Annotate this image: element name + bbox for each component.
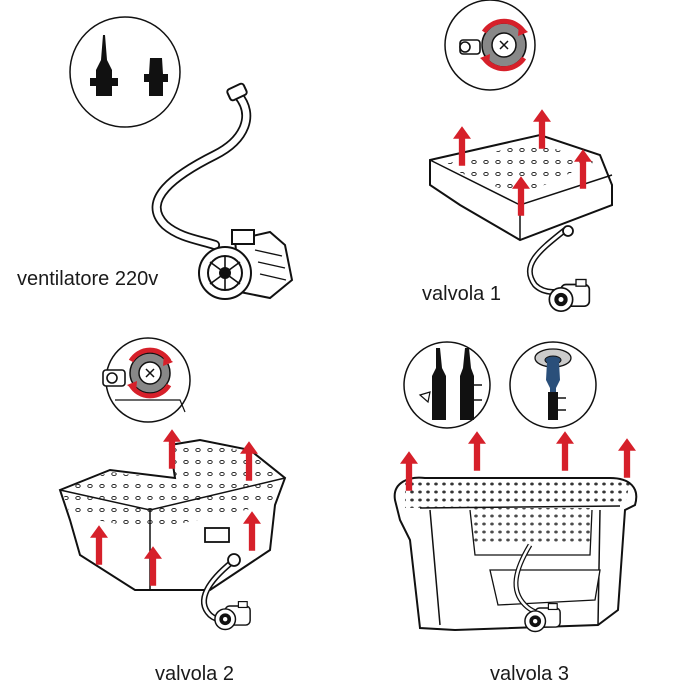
panel-valve-1 [429, 0, 613, 313]
inflatable-sofa [58, 438, 287, 591]
nozzle-insert-detail [403, 341, 491, 429]
label-ventilatore: ventilatore 220v [17, 268, 159, 290]
mattress-hose [526, 225, 574, 295]
pump-body [198, 229, 294, 300]
arrow-up-icon [618, 438, 636, 478]
inflatable-armchair [393, 476, 638, 632]
panel-valve-3 [393, 341, 638, 633]
label-valvola-1: valvola 1 [422, 283, 501, 305]
panel-valve-2 [58, 337, 287, 631]
label-valvola-3: valvola 3 [490, 663, 569, 685]
pump-icon [214, 600, 251, 631]
arrow-up-icon [556, 431, 574, 471]
arrow-up-icon [468, 431, 486, 471]
valve-rotate-detail [102, 337, 191, 423]
label-valvola-2: valvola 2 [155, 663, 234, 685]
pump-icon [548, 278, 591, 313]
nozzle-detail-circle [69, 16, 181, 128]
valve-blue-detail [509, 341, 597, 429]
pump-hose [151, 90, 252, 250]
panel-pump [69, 16, 294, 300]
valve-rotate-detail [444, 0, 536, 91]
